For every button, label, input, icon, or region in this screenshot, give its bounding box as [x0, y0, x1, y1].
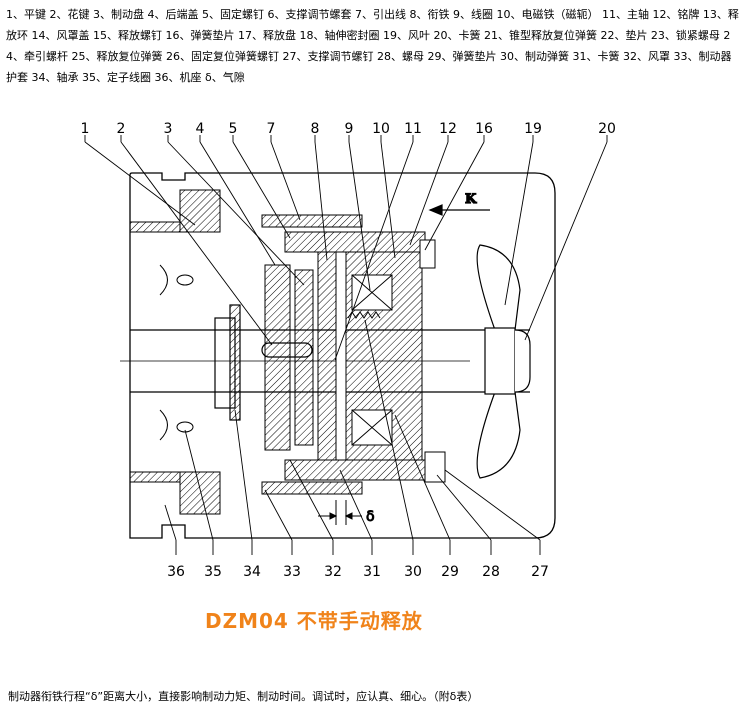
brake-disc-3 — [294, 269, 314, 446]
callout-9: 9 — [345, 121, 354, 137]
callout-34: 34 — [243, 564, 261, 580]
fan-19 — [476, 244, 531, 479]
callout-8: 8 — [311, 121, 320, 137]
callout-3: 3 — [164, 121, 173, 137]
callout-28: 28 — [482, 564, 500, 580]
gap-marker: δ — [318, 500, 375, 526]
gap-label: δ — [366, 509, 375, 525]
callout-36: 36 — [167, 564, 185, 580]
callout-29: 29 — [441, 564, 459, 580]
callout-12: 12 — [439, 121, 457, 137]
callout-32: 32 — [324, 564, 342, 580]
k-arrow: K — [428, 191, 490, 216]
bottom-callout-numbers: 36 35 34 33 32 31 30 29 28 27 — [167, 564, 549, 580]
callout-11: 11 — [404, 121, 422, 137]
callout-27: 27 — [531, 564, 549, 580]
callout-5: 5 — [229, 121, 238, 137]
top-callout-numbers: 1 2 3 4 5 7 8 9 10 11 12 16 19 20 — [81, 121, 616, 137]
callout-30: 30 — [404, 564, 422, 580]
armature-8 — [317, 251, 337, 461]
footnote: 制动器衔铁行程“δ”距离大小，直接影响制动力矩、制动时间。调试时，应认真、细心。… — [8, 690, 479, 703]
callout-leaders — [84, 135, 608, 555]
frame-36 — [129, 189, 221, 515]
housing-outline — [129, 172, 556, 539]
callout-1: 1 — [81, 121, 90, 137]
callout-20: 20 — [598, 121, 616, 137]
callout-4: 4 — [196, 121, 205, 137]
callout-35: 35 — [204, 564, 222, 580]
brake-body — [261, 214, 446, 495]
k-label: K — [465, 192, 477, 207]
callout-31: 31 — [363, 564, 381, 580]
parts-legend: 1、平键 2、花键 3、制动盘 4、后端盖 5、固定螺钉 6、支撑调节螺套 7、… — [6, 8, 739, 84]
callout-7: 7 — [267, 121, 276, 137]
sheath-33-top — [261, 214, 363, 228]
brake-motor-cross-section: K δ 1 2 3 — [81, 121, 616, 580]
circlip-20 — [514, 329, 531, 393]
callout-2: 2 — [117, 121, 126, 137]
end-cover-4 — [264, 264, 291, 451]
callout-10: 10 — [372, 121, 390, 137]
bearing-34 — [229, 304, 241, 421]
callout-19: 19 — [524, 121, 542, 137]
callout-16: 16 — [475, 121, 493, 137]
callout-33: 33 — [283, 564, 301, 580]
diagram-title: DZM04 不带手动释放 — [205, 609, 423, 633]
brake-spring-30 — [347, 311, 381, 319]
nut-28 — [424, 451, 446, 483]
sheath-33-bottom — [261, 481, 363, 495]
